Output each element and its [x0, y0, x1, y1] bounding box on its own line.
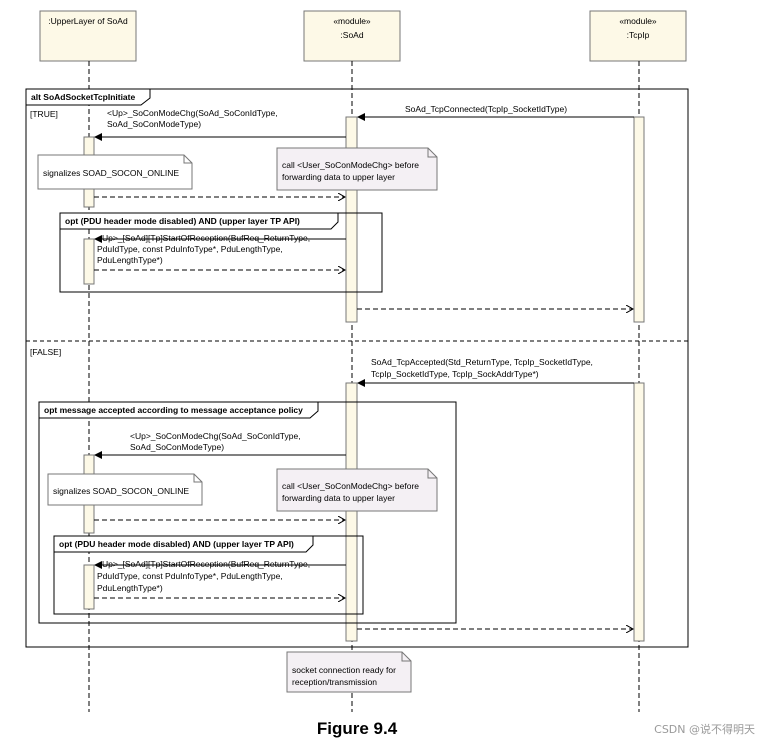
note-online-true: signalizes SOAD_SOCON_ONLINE [37, 154, 193, 190]
opt-fragment-accept: opt message accepted according to messag… [38, 401, 457, 624]
lifeline-head-soad: «module» :SoAd [303, 10, 401, 62]
msg-startrx-true-line3: PduLengthType*) [97, 255, 163, 265]
lifeline-head-upper-layer: :UpperLayer of SoAd [39, 10, 137, 62]
note-call-false: call <User_SoConModeChg> before forwardi… [276, 468, 438, 512]
note-final: socket connection ready for reception/tr… [286, 651, 412, 693]
lifeline-stereotype-soad: «module» [333, 16, 371, 26]
guard-true: [TRUE] [30, 109, 58, 119]
msg-tcp-accepted-line2: TcpIp_SocketIdType, TcpIp_SockAddrType*) [371, 369, 539, 379]
msg-soconmodechg-false-line1: <Up>_SoConModeChg(SoAd_SoConIdType, [130, 431, 301, 441]
activation-upper-startrx-false [83, 564, 95, 610]
activation-tcpip-false [633, 382, 645, 642]
msg-startrx-false-line2: PduIdType, const PduInfoType*, PduLength… [97, 571, 283, 581]
note-final-line2: reception/transmission [292, 677, 377, 687]
note-call-false-line1: call <User_SoConModeChg> before [282, 481, 419, 491]
activation-soad-false [345, 382, 358, 642]
figure-caption: Figure 9.4 [317, 719, 398, 738]
note-online-false: signalizes SOAD_SOCON_ONLINE [47, 473, 203, 506]
note-online-true-text: signalizes SOAD_SOCON_ONLINE [43, 168, 179, 178]
msg-startrx-false-line1: <Up>_[SoAd][Tp]StartOfReception(BufReq_R… [97, 559, 310, 569]
note-call-true-line2: forwarding data to upper layer [282, 172, 395, 182]
opt-true-label: opt (PDU header mode disabled) AND (uppe… [65, 216, 300, 226]
lifeline-stereotype-tcpip: «module» [619, 16, 657, 26]
guard-false: [FALSE] [30, 347, 61, 357]
msg-startrx-true-line2: PduIdType, const PduInfoType*, PduLength… [97, 244, 283, 254]
note-final-line1: socket connection ready for [292, 665, 396, 675]
msg-soconmodechg-true-line1: <Up>_SoConModeChg(SoAd_SoConIdType, [107, 108, 278, 118]
lifeline-name-upper-layer: :UpperLayer of SoAd [48, 16, 128, 26]
note-online-false-text: signalizes SOAD_SOCON_ONLINE [53, 486, 189, 496]
msg-tcp-accepted-line1: SoAd_TcpAccepted(Std_ReturnType, TcpIp_S… [371, 357, 593, 367]
activation-tcpip-true [633, 116, 645, 323]
opt-fragment-false: opt (PDU header mode disabled) AND (uppe… [53, 535, 364, 615]
msg-startrx-true-line1: <Up>_[SoAd][Tp]StartOfReception(BufReq_R… [97, 233, 310, 243]
msg-startrx-false-line3: PduLengthType*) [97, 583, 163, 593]
activation-upper-startrx-true [83, 238, 95, 285]
alt-label: alt SoAdSocketTcpInitiate [31, 92, 135, 102]
lifeline-name-tcpip: :TcpIp [627, 30, 650, 40]
msg-soconmodechg-true-line2: SoAd_SoConModeType) [107, 119, 201, 129]
opt-false-label: opt (PDU header mode disabled) AND (uppe… [59, 539, 294, 549]
note-call-true-line1: call <User_SoConModeChg> before [282, 160, 419, 170]
opt-accept-label: opt message accepted according to messag… [44, 405, 303, 415]
msg-soconmodechg-false-line2: SoAd_SoConModeType) [130, 442, 224, 452]
msg-tcp-connected-label: SoAd_TcpConnected(TcpIp_SocketIdType) [405, 104, 567, 114]
alt-fragment: alt SoAdSocketTcpInitiate [TRUE] [FALSE] [25, 88, 689, 648]
lifeline-head-tcpip: «module» :TcpIp [589, 10, 687, 62]
lifeline-name-soad: :SoAd [340, 30, 363, 40]
opt-fragment-true: opt (PDU header mode disabled) AND (uppe… [59, 212, 383, 293]
note-call-true: call <User_SoConModeChg> before forwardi… [276, 147, 438, 191]
activation-soad-true [345, 116, 358, 323]
note-call-false-line2: forwarding data to upper layer [282, 493, 395, 503]
watermark: CSDN @说不得明天 [654, 722, 755, 736]
